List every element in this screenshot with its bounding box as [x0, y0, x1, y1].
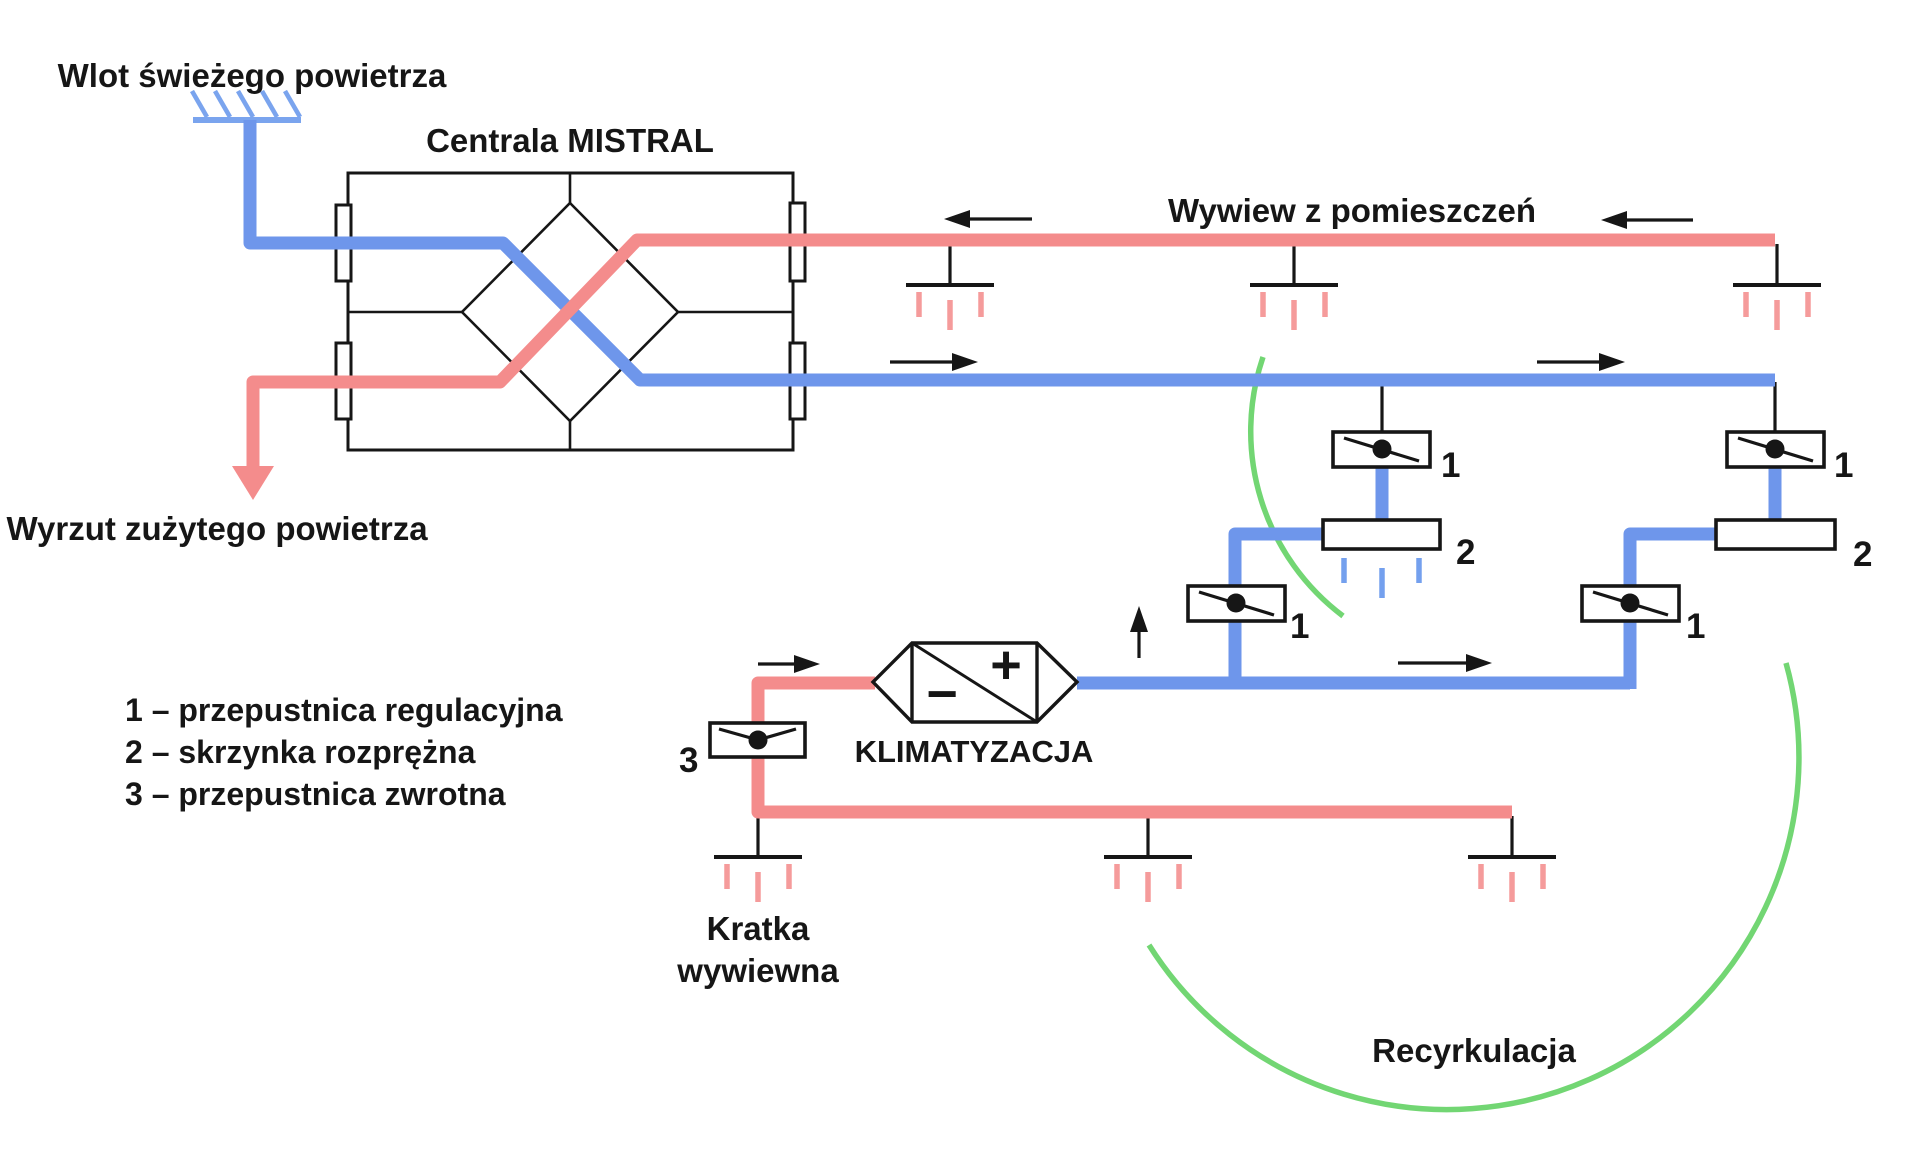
plenum-box-middle — [1321, 518, 1442, 551]
arrow-left-2 — [1601, 211, 1693, 229]
recirculation-arc-small — [1247, 356, 1345, 619]
ceiling-grille-bottom-2 — [1104, 816, 1192, 902]
damper-right-top — [1725, 430, 1826, 469]
damper-middle-top — [1331, 430, 1432, 469]
grille-ticks — [1478, 864, 1546, 902]
inlet-grille-hatches — [190, 89, 302, 119]
air-conditioning-unit: + − — [870, 635, 1080, 724]
marker-damper-right-top: 1 — [1834, 446, 1853, 485]
discharge-arrowhead — [232, 466, 274, 500]
legend-line-1: 1 – przepustnica regulacyjna — [125, 692, 563, 728]
legend-line-2: 2 – skrzynka rozprężna — [125, 734, 476, 770]
label-fresh-air-inlet: Wlot świeżego powietrza — [58, 57, 447, 94]
plenum-box-right — [1714, 518, 1837, 551]
marker-plenum-right: 2 — [1853, 535, 1872, 574]
marker-damper-right-lower: 1 — [1686, 607, 1705, 646]
supply-diffuser-ticks — [1341, 558, 1422, 598]
damper-pivot — [1620, 593, 1640, 613]
branch-stems — [1380, 382, 1777, 433]
ceiling-grille-bottom-1 — [714, 816, 802, 902]
arrow-right-lower-duct — [1398, 654, 1492, 672]
supply-branch-right — [1623, 527, 1720, 689]
arrow-right-2 — [1537, 353, 1625, 371]
grille-ticks — [1114, 864, 1182, 902]
damper-pivot — [1765, 439, 1785, 459]
check-damper — [708, 721, 807, 759]
damper-pivot — [1372, 439, 1392, 459]
heating-plus-icon: + — [990, 635, 1022, 695]
check-damper-pivot — [748, 730, 768, 750]
supply-branch-middle — [1228, 527, 1326, 683]
damper-middle-lower — [1186, 584, 1287, 623]
fresh-air-inlet-grille — [190, 89, 302, 123]
recirculation-arc-large — [1146, 662, 1802, 1113]
grille-ticks — [1260, 292, 1328, 330]
legend-line-3: 3 – przepustnica zwrotna — [125, 776, 506, 812]
arrow-right-1 — [890, 353, 978, 371]
grille-ticks — [1743, 292, 1811, 330]
label-ahu-unit: Centrala MISTRAL — [426, 122, 714, 159]
label-exhaust-grille-2: wywiewna — [676, 952, 839, 989]
label-exhaust-grille-1: Kratka — [707, 910, 810, 947]
cooling-minus-icon: − — [926, 664, 958, 724]
arrow-left-1 — [944, 210, 1032, 228]
ceiling-grille-bottom-end — [1468, 816, 1556, 902]
marker-check-damper: 3 — [679, 741, 698, 780]
label-recirculation: Recyrkulacja — [1372, 1032, 1576, 1069]
ceiling-grille-top-1 — [906, 244, 994, 330]
label-spent-air-discharge: Wyrzut zużytego powietrza — [6, 510, 428, 547]
marker-damper-middle-lower: 1 — [1290, 607, 1309, 646]
arrow-up — [1130, 606, 1148, 658]
marker-damper-middle-top: 1 — [1441, 446, 1460, 485]
damper-right-lower — [1580, 584, 1681, 623]
label-air-conditioning: KLIMATYZACJA — [855, 734, 1094, 769]
ceiling-grille-top-end — [1733, 244, 1821, 330]
grille-ticks — [916, 292, 984, 330]
exhaust-air-pipe — [246, 233, 1775, 468]
arrow-right-klimatyzacja — [758, 655, 820, 673]
flow-arrows — [758, 210, 1693, 673]
supply-air-pipe — [243, 120, 1775, 387]
damper-pivot — [1226, 593, 1246, 613]
label-exhaust-from-rooms: Wywiew z pomieszczeń — [1168, 192, 1536, 229]
grille-ticks — [724, 864, 792, 902]
marker-plenum-middle: 2 — [1456, 533, 1475, 572]
recirculation-arcs — [1146, 356, 1802, 1113]
ceiling-grille-top-2 — [1250, 244, 1338, 330]
